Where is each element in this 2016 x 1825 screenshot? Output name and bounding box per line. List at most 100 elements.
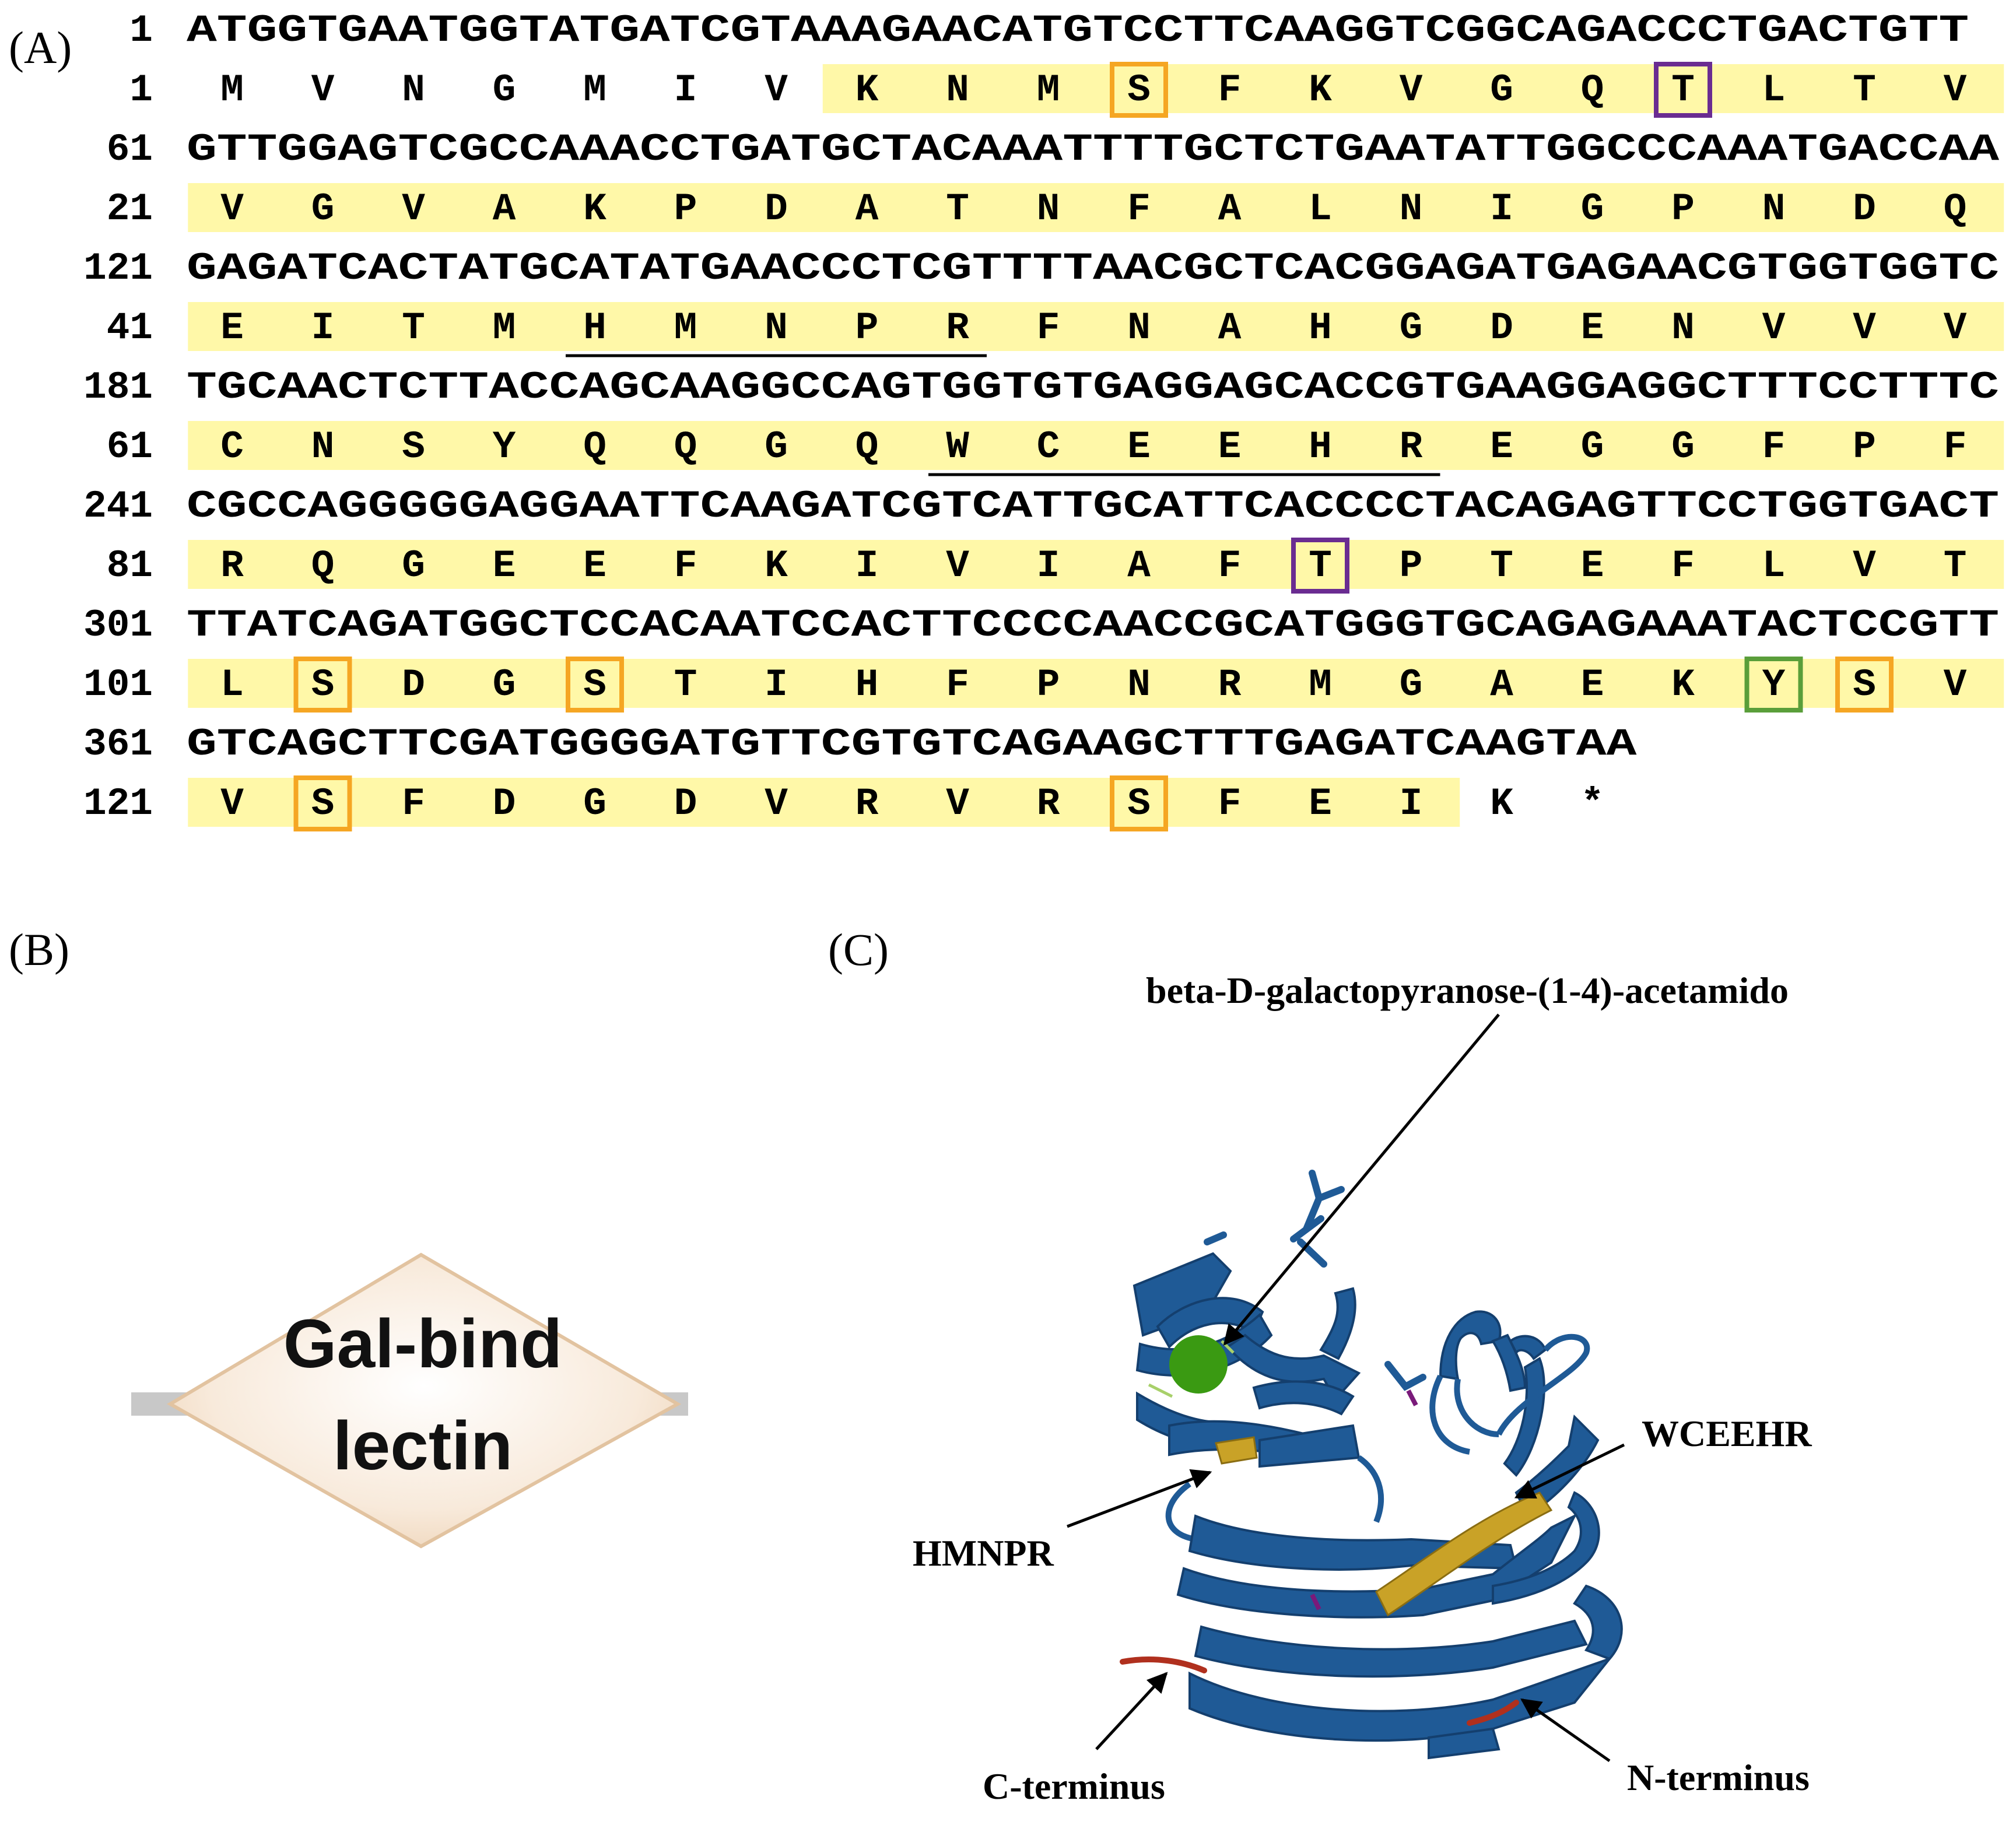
amino-acid: M	[583, 68, 606, 112]
amino-acid: D	[402, 663, 425, 707]
domain-highlight	[188, 778, 1460, 827]
site-box	[1291, 538, 1349, 594]
gal-bind-lectin-domain	[167, 1252, 682, 1549]
amino-acid: A	[856, 187, 879, 231]
amino-acid: G	[1400, 306, 1423, 350]
amino-acid: V	[765, 782, 788, 826]
amino-acid: V	[220, 187, 244, 231]
amino-acid: L	[1309, 187, 1332, 231]
amino-acid: N	[946, 68, 969, 112]
amino-acid: F	[1762, 425, 1786, 469]
amino-acid: Q	[311, 544, 335, 588]
amino-acid: S	[583, 663, 606, 707]
amino-acid: H	[1309, 306, 1332, 350]
domain-highlight	[188, 421, 2004, 470]
amino-acid: G	[1490, 68, 1513, 112]
line-number: 1	[129, 9, 153, 52]
amino-acid: N	[1671, 306, 1695, 350]
amino-acid: P	[674, 187, 697, 231]
amino-acid: D	[674, 782, 697, 826]
line-number: 61	[107, 128, 153, 171]
amino-acid: K	[765, 544, 788, 588]
amino-acid: V	[1853, 306, 1876, 350]
n-terminus-tail	[1467, 1700, 1519, 1726]
amino-acid: Q	[1581, 68, 1604, 112]
side-chain-sticks	[1204, 1170, 1426, 1391]
amino-acid: I	[856, 544, 879, 588]
amino-acid: L	[220, 663, 244, 707]
amino-acid: V	[1853, 544, 1876, 588]
amino-acid: E	[1581, 663, 1604, 707]
amino-acid: F	[402, 782, 425, 826]
amino-acid: M	[674, 306, 697, 350]
line-number: 81	[107, 544, 153, 588]
line-number: 121	[83, 247, 153, 290]
amino-acid: G	[1400, 663, 1423, 707]
domain-highlight	[188, 302, 2004, 351]
nucleotide-sequence: GTTGGAGTCGCCAAACCTGATGCTACAAATTTTGCTCTGA…	[187, 128, 2000, 171]
amino-acid: H	[1309, 425, 1332, 469]
amino-acid: R	[1400, 425, 1423, 469]
motif-segments	[1215, 1436, 1553, 1617]
amino-acid: N	[1127, 306, 1151, 350]
amino-acid: D	[1490, 306, 1513, 350]
amino-acid: S	[1853, 663, 1876, 707]
amino-acid: T	[1944, 544, 1967, 588]
ligand-sphere	[1169, 1335, 1228, 1394]
amino-acid: N	[1762, 187, 1786, 231]
site-box	[1110, 62, 1168, 118]
line-number: 301	[83, 603, 153, 647]
amino-acid: E	[1218, 425, 1242, 469]
amino-acid: Q	[674, 425, 697, 469]
line-number: 361	[83, 722, 153, 766]
amino-acid: V	[220, 782, 244, 826]
domain-name-line1: Gal-bind	[283, 1305, 563, 1382]
termini	[1120, 1656, 1519, 1726]
amino-acid: E	[220, 306, 244, 350]
motif-wceehr-label: WCEEHR	[1642, 1413, 1812, 1454]
motif-hmnpr-label: HMNPR	[913, 1532, 1054, 1574]
amino-acid: T	[946, 187, 969, 231]
amino-acid: G	[402, 544, 425, 588]
panel-c-label: (C)	[828, 924, 889, 975]
amino-acid: N	[1037, 187, 1060, 231]
loops	[1165, 1333, 1590, 1542]
amino-acid: F	[1671, 544, 1695, 588]
amino-acid: G	[583, 782, 606, 826]
panel-b-label: (B)	[9, 924, 69, 975]
amino-acid: Q	[583, 425, 606, 469]
site-box	[1744, 657, 1803, 713]
amino-acid: S	[402, 425, 425, 469]
amino-acid: S	[311, 782, 335, 826]
amino-acid: F	[674, 544, 697, 588]
amino-acid: V	[765, 68, 788, 112]
amino-acid: L	[1762, 68, 1786, 112]
amino-acid: P	[1400, 544, 1423, 588]
wceehr-segment	[1375, 1491, 1553, 1617]
amino-acid: T	[1853, 68, 1876, 112]
amino-acid: R	[1218, 663, 1242, 707]
amino-acid: R	[946, 306, 969, 350]
amino-acid: S	[1127, 68, 1151, 112]
site-box	[1835, 657, 1894, 713]
amino-acid: C	[1037, 425, 1060, 469]
amino-acid: Q	[856, 425, 879, 469]
amino-acid: F	[1218, 68, 1242, 112]
amino-acid: H	[583, 306, 606, 350]
line-number: 101	[83, 663, 153, 707]
amino-acid: *	[1581, 782, 1604, 826]
amino-acid: F	[946, 663, 969, 707]
domain-diagram: Gal-bind lectin	[131, 1252, 688, 1549]
amino-acid: E	[1581, 306, 1604, 350]
amino-acid: K	[583, 187, 606, 231]
annotation-arrows	[1067, 1013, 1625, 1763]
